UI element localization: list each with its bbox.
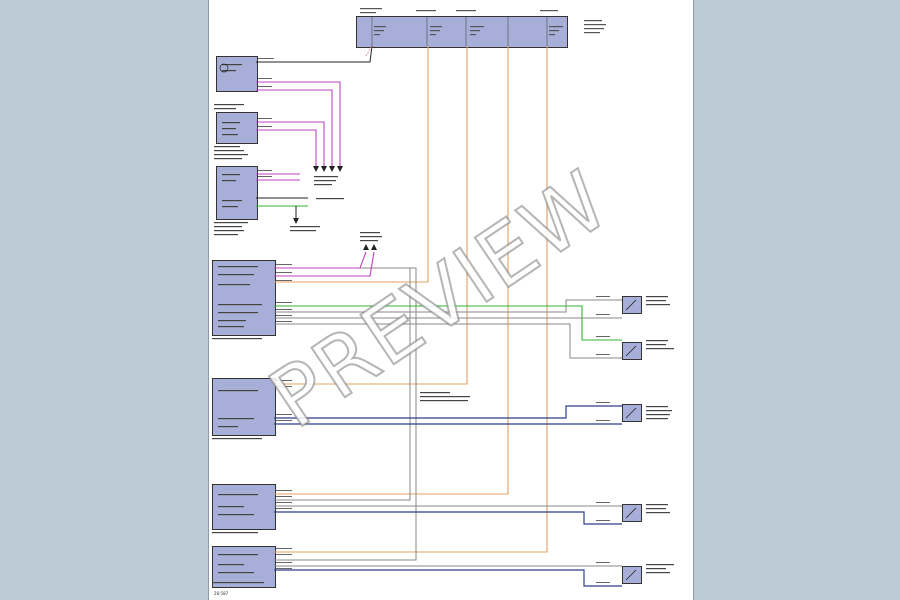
- module-7: [212, 546, 276, 588]
- fuse-junction-block: [356, 16, 568, 48]
- module-1: [216, 56, 258, 92]
- indicator-symbol-icon: [219, 63, 229, 73]
- module-4: [212, 260, 276, 336]
- page-code: 28-587: [214, 591, 229, 596]
